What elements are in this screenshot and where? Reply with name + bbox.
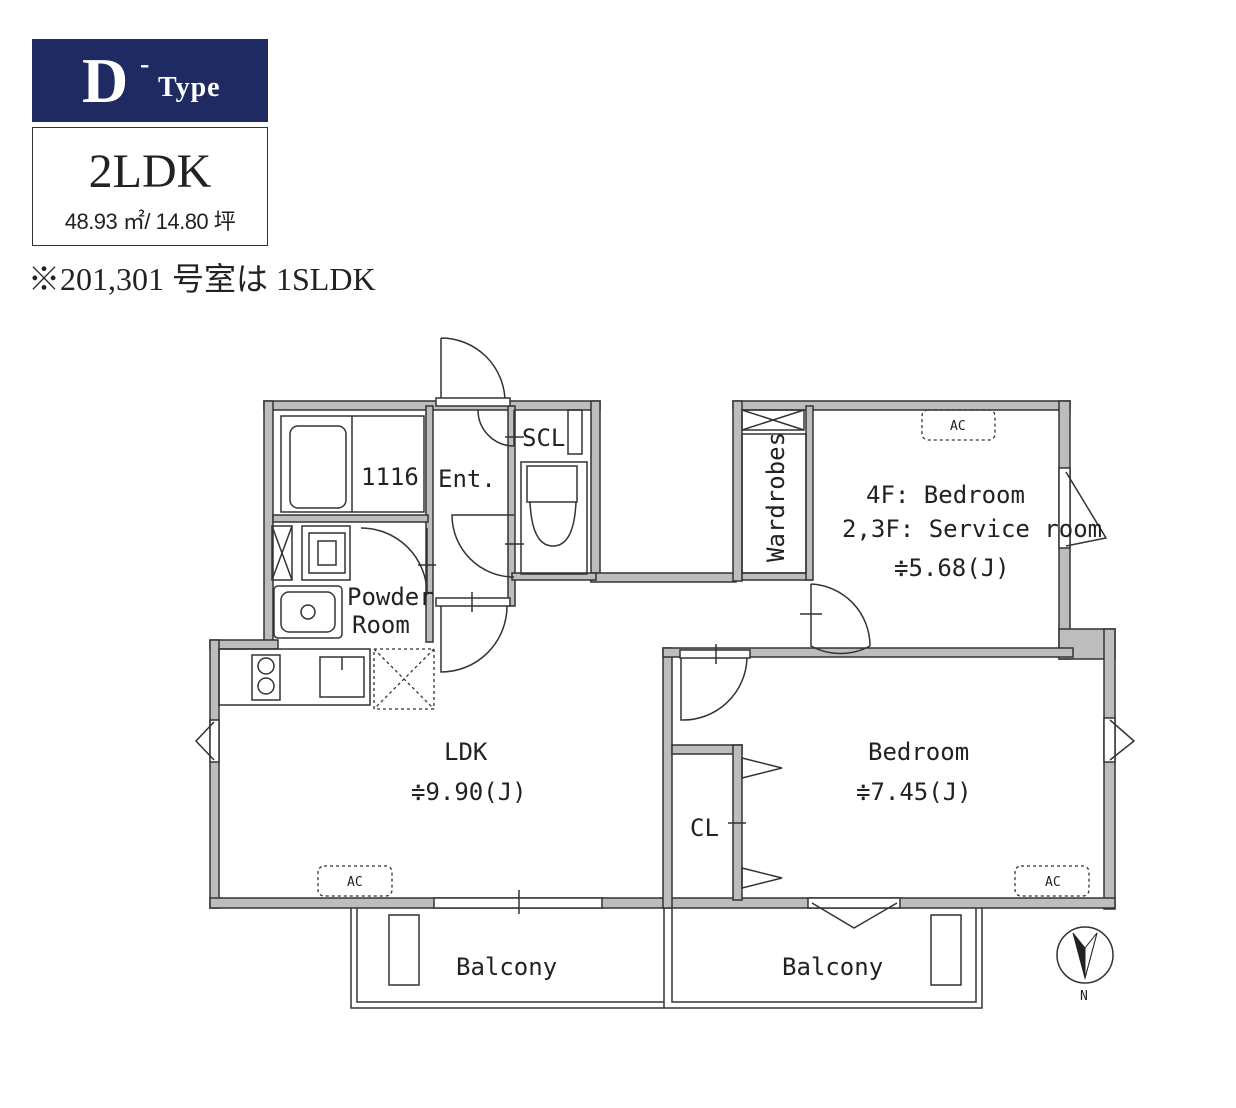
powder-room-label-2: Room — [352, 611, 410, 639]
powder-fixtures — [271, 525, 351, 639]
ac-ldk-label: AC — [347, 875, 363, 890]
compass-north-label: N — [1080, 989, 1088, 1004]
balconies — [350, 908, 983, 1009]
floor-area: 48.93 ㎡/ 14.80 坪 — [64, 209, 236, 234]
bedroom-top-label-2: 2,3F: Service room — [842, 515, 1102, 543]
type-dash: - — [140, 49, 150, 80]
compass-icon — [1056, 926, 1114, 984]
wardrobe-hatch — [741, 409, 807, 574]
layout-info-box: 2LDK 48.93 ㎡/ 14.80 坪 — [32, 127, 268, 246]
ac-units — [317, 409, 1090, 897]
layout-name: 2LDK — [88, 145, 212, 198]
wardrobes-label: Wardrobes — [762, 432, 790, 562]
bath-label: 1116 — [361, 463, 419, 491]
type-banner: D - Type — [32, 39, 268, 122]
ldk-label: LDK — [444, 738, 488, 766]
bedroom-top-size: ≑5.68(J) — [894, 554, 1010, 582]
type-word: Type — [158, 72, 221, 103]
toilet — [520, 409, 588, 575]
balcony-right-label: Balcony — [782, 953, 883, 981]
balcony-left-label: Balcony — [456, 953, 557, 981]
doors — [360, 337, 871, 889]
bedroom-top-label-1: 4F: Bedroom — [866, 481, 1025, 509]
kitchen — [218, 648, 435, 710]
bath — [280, 415, 425, 513]
type-letter: D — [82, 45, 129, 116]
ac-top-label: AC — [950, 419, 966, 434]
windows — [194, 467, 1136, 929]
ac-bedroom-label: AC — [1045, 875, 1061, 890]
closet-label: CL — [690, 814, 719, 842]
layout-note: ※201,301 号室は 1SLDK — [28, 261, 376, 297]
entrance-label: Ent. — [438, 465, 496, 493]
bedroom-label: Bedroom — [868, 738, 969, 766]
ldk-size: ≑9.90(J) — [411, 778, 527, 806]
shoe-closet-label: SCL — [522, 424, 565, 452]
bedroom-size: ≑7.45(J) — [856, 778, 972, 806]
powder-room-label-1: Powder — [347, 583, 434, 611]
